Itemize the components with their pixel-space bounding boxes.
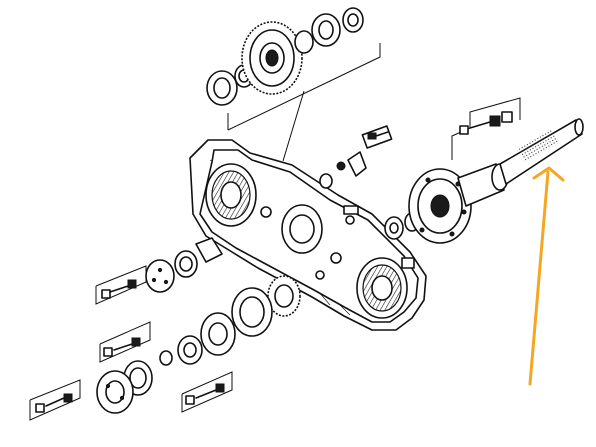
output-shaft-assembly (384, 97, 584, 244)
bracket-bolt-group (319, 125, 393, 189)
gearbox-housing (189, 139, 427, 331)
top-bearing-gear-group (206, 7, 381, 162)
lower-gear-group (99, 275, 301, 413)
bottom-left-group (29, 360, 153, 421)
left-cover-group (95, 237, 223, 305)
pointer-arrow (528, 166, 565, 386)
